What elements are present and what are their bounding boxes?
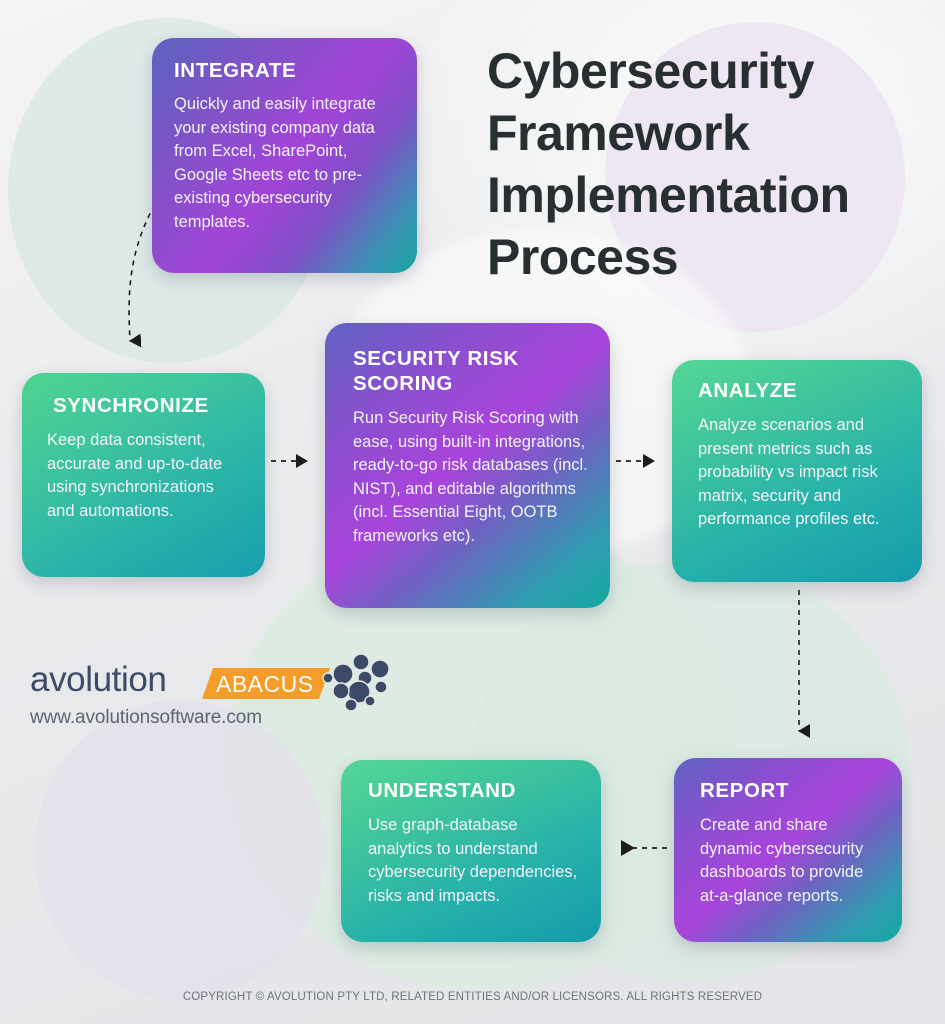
card-report[interactable]: REPORT Create and share dynamic cybersec… bbox=[674, 758, 902, 942]
card-analyze-body: Analyze scenarios and present metrics su… bbox=[698, 416, 880, 528]
brand-logo[interactable]: avolution ABACUS www.avolutionsoftware.c… bbox=[30, 653, 390, 737]
logo-wordmark: avolution bbox=[30, 660, 167, 699]
card-integrate-heading: INTEGRATE bbox=[174, 59, 297, 82]
card-synchronize[interactable]: SYNCHRONIZE Keep data consistent, accura… bbox=[22, 373, 265, 577]
card-understand-heading: UNDERSTAND bbox=[368, 779, 516, 802]
logo-website-url: www.avolutionsoftware.com bbox=[30, 707, 262, 728]
molecule-dots-icon bbox=[322, 653, 390, 712]
card-analyze-heading: ANALYZE bbox=[698, 379, 798, 402]
page-title: Cybersecurity Framework Implementation P… bbox=[487, 43, 850, 285]
card-report-body: Create and share dynamic cybersecurity d… bbox=[700, 816, 864, 905]
card-understand-body: Use graph-database analytics to understa… bbox=[368, 816, 578, 905]
card-security-risk-scoring-heading: SECURITY RISK SCORING bbox=[353, 347, 519, 395]
logo-product-tag: ABACUS bbox=[202, 668, 330, 699]
card-synchronize-heading: SYNCHRONIZE bbox=[53, 394, 209, 417]
card-analyze[interactable]: ANALYZE Analyze scenarios and present me… bbox=[672, 360, 922, 582]
card-integrate-body: Quickly and easily integrate your existi… bbox=[174, 95, 376, 231]
connector-integrate-to-synchronize bbox=[128, 195, 161, 348]
card-integrate[interactable]: INTEGRATE Quickly and easily integrate y… bbox=[152, 38, 417, 273]
card-synchronize-body: Keep data consistent, accurate and up-to… bbox=[47, 431, 223, 520]
card-report-heading: REPORT bbox=[700, 779, 790, 802]
copyright-footer: COPYRIGHT © AVOLUTION PTY LTD, RELATED E… bbox=[182, 991, 763, 1003]
card-security-risk-scoring[interactable]: SECURITY RISK SCORING Run Security Risk … bbox=[325, 323, 610, 608]
card-security-risk-scoring-body: Run Security Risk Scoring with ease, usi… bbox=[353, 409, 588, 545]
logo-product-label: ABACUS bbox=[216, 671, 314, 697]
card-understand[interactable]: UNDERSTAND Use graph-database analytics … bbox=[341, 760, 601, 942]
